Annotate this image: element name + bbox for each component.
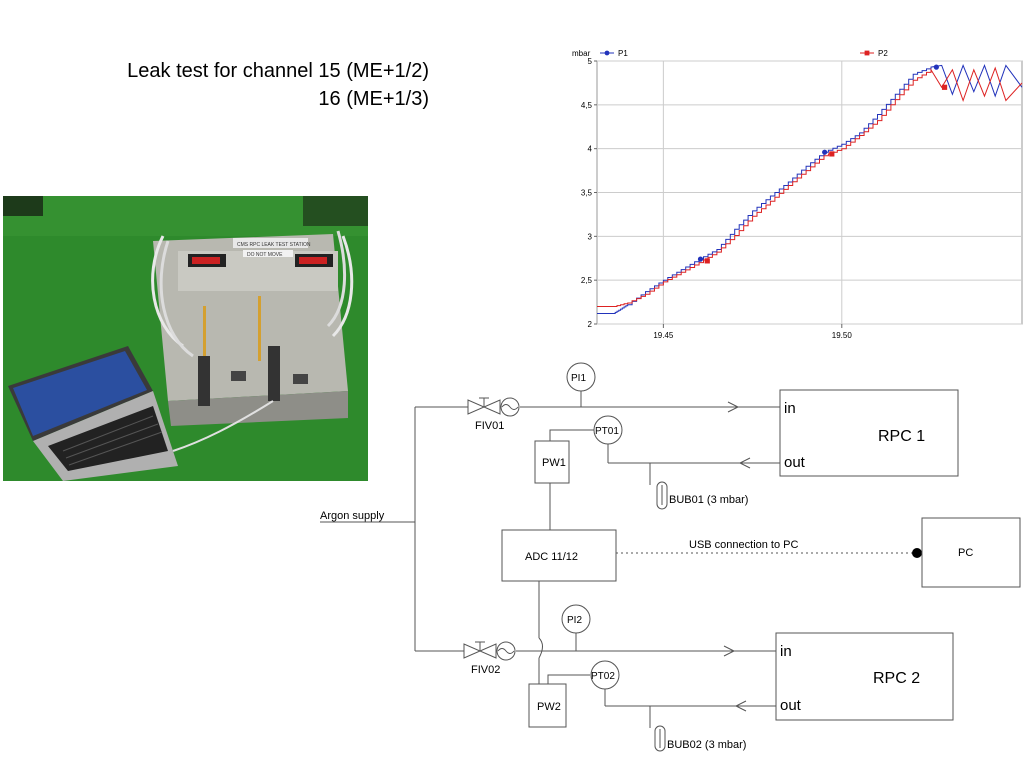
arrow-rpc2-out [734, 700, 747, 712]
pi2-label: PI2 [567, 615, 582, 626]
pt01-label: PT01 [595, 426, 619, 437]
usb-connection-dot [912, 548, 922, 558]
chart-point-p1 [822, 149, 828, 155]
title-line-1: Leak test for channel 15 (ME+1/2) [127, 60, 429, 82]
fiv01-label: FIV01 [475, 420, 504, 432]
fiv01-valve-icon [467, 397, 520, 417]
chart-point-p2 [704, 258, 710, 264]
bub02-bubbler-icon [654, 725, 666, 752]
chart-ytick-label: 2 [588, 320, 593, 329]
chart-legend-marker [604, 50, 610, 56]
chart-xtick-label: 19.45 [653, 331, 674, 340]
pressure-chart: 5 4,5 4 3,5 3 2,5 2 19.45 19.50 mbar P1 P2 [560, 44, 1024, 344]
chart-series [597, 63, 1023, 314]
pi1-gauge-icon [566, 362, 596, 392]
chart-axes: 5 4,5 4 3,5 3 2,5 2 19.45 19.50 mbar [572, 49, 852, 340]
bub01-bubbler-icon [656, 481, 668, 510]
pc-box [921, 517, 1021, 588]
chart-point-p2 [829, 151, 835, 157]
photo-panel-label: CMS RPC LEAK TEST STATION [237, 242, 311, 248]
pw2-label: PW2 [537, 701, 561, 713]
rpc2-in-label: in [780, 643, 792, 660]
chart-ylabel: mbar [572, 49, 591, 58]
chart-ytick-label: 4 [588, 145, 593, 154]
rpc2-label: RPC 2 [873, 670, 920, 687]
chart-legend-label: P2 [878, 49, 888, 58]
chart-ytick-label: 3 [588, 232, 593, 241]
chart-ytick-label: 2,5 [581, 276, 593, 285]
chart-series-line-p2 [597, 66, 1023, 307]
rpc1-out-label: out [784, 454, 806, 471]
arrow-rpc1-out [738, 457, 751, 469]
pw1-box [534, 440, 570, 484]
argon-supply-label: Argon supply [320, 510, 385, 522]
chart-xtick-label: 19.50 [832, 331, 853, 340]
pt02-to-pw2 [547, 674, 590, 684]
photo-illustration: CMS RPC LEAK TEST STATION DO NOT MOVE [3, 196, 368, 481]
leak-test-station-photo: CMS RPC LEAK TEST STATION DO NOT MOVE [3, 196, 368, 481]
fiv02-valve-icon [463, 641, 516, 661]
pt01-to-pw1 [549, 429, 595, 441]
pressure-chart-svg: 5 4,5 4 3,5 3 2,5 2 19.45 19.50 mbar P1 P2 [572, 49, 1023, 340]
pw1-label: PW1 [542, 457, 566, 469]
title-line-2: 16 (ME+1/3) [318, 88, 429, 110]
pt01-transmitter-icon [593, 415, 623, 445]
chart-ytick-label: 5 [588, 57, 593, 66]
usb-label: USB connection to PC [689, 539, 799, 551]
chart-point-p2 [941, 84, 948, 90]
rpc1-label: RPC 1 [878, 428, 925, 445]
pc-label: PC [958, 547, 973, 559]
adc-box [501, 529, 617, 582]
chart-legend-marker [864, 50, 870, 56]
pi2-gauge-icon [561, 604, 591, 634]
fiv02-label: FIV02 [471, 664, 500, 676]
bub01-label: BUB01 (3 mbar) [669, 494, 748, 506]
pi1-label: PI1 [571, 373, 586, 384]
arrow-rpc1-in [727, 401, 740, 413]
bub02-label: BUB02 (3 mbar) [667, 739, 746, 751]
pt02-label: PT02 [591, 671, 615, 682]
crossover-hop [538, 637, 543, 659]
chart-point-p1 [697, 256, 704, 262]
pw2-box [528, 683, 567, 728]
chart-point-p1 [933, 64, 939, 70]
arrow-rpc2-in [723, 645, 736, 657]
rpc1-in-label: in [784, 400, 796, 417]
chart-legend-label: P1 [618, 49, 628, 58]
photo-sign-label: DO NOT MOVE [247, 252, 283, 258]
adc-label: ADC 11/12 [525, 551, 578, 563]
chart-ytick-label: 4,5 [581, 101, 593, 110]
slide-title: Leak test for channel 15 (ME+1/2) 16 (ME… [44, 57, 429, 113]
chart-legend: P1 P2 [600, 49, 888, 58]
rpc1-box [779, 389, 959, 477]
rpc2-out-label: out [780, 697, 802, 714]
chart-ytick-label: 3,5 [581, 189, 593, 198]
pt02-transmitter-icon [590, 660, 620, 690]
rpc2-box [775, 632, 954, 721]
